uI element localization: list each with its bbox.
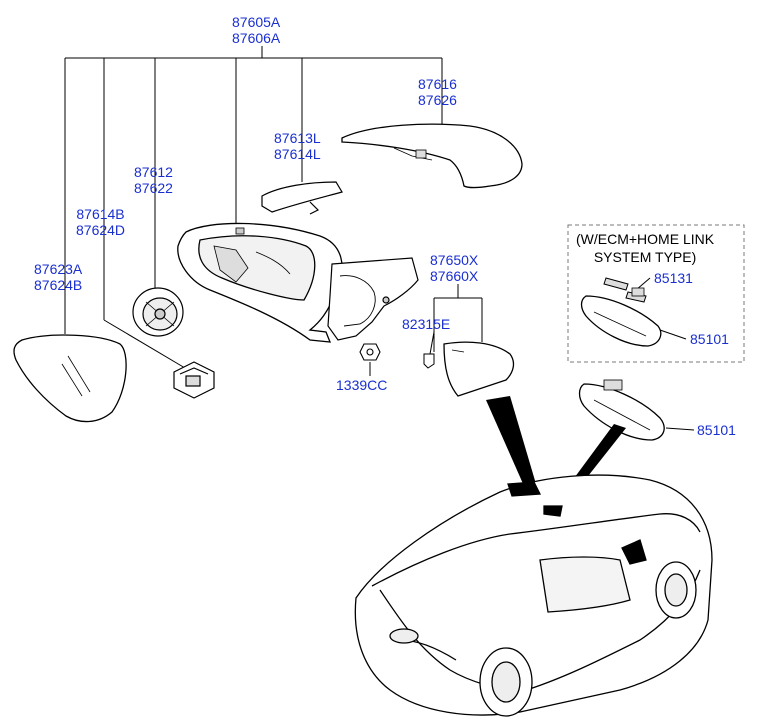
option-box-note: (W/ECM+HOME LINK SYSTEM TYPE)	[576, 230, 714, 266]
part-number: 87606A	[232, 30, 281, 46]
part-number: 87614B	[76, 206, 125, 222]
part-number: 87660X	[430, 268, 479, 284]
part-number: 87612	[134, 164, 173, 180]
part-number: 87650X	[430, 252, 479, 268]
label-scalp: 87616 87626	[418, 76, 457, 108]
option-note-line: SYSTEM TYPE)	[593, 249, 697, 265]
option-box-frame	[567, 224, 745, 363]
label-std-mirror: 85101	[697, 422, 736, 438]
actuator-part	[132, 287, 184, 337]
part-number: 87623A	[34, 261, 83, 277]
clip-part	[423, 353, 435, 369]
label-repeater-lamp: 87613L 87614L	[274, 130, 321, 162]
part-number: 87614L	[274, 146, 321, 162]
part-number: 87622	[134, 180, 173, 196]
puddle-lamp-part	[173, 361, 215, 399]
label-nut: 1339CC	[336, 377, 388, 393]
part-number: 87616	[418, 76, 457, 92]
label-ecm-mirror: 85101	[690, 331, 729, 347]
nut-part	[359, 343, 381, 361]
part-number: 87626	[418, 92, 457, 108]
label-actuator: 87612 87622	[134, 164, 173, 196]
part-number: 87624D	[76, 222, 126, 238]
mirror-glass-part	[13, 334, 127, 423]
mirror-base-part	[327, 257, 419, 341]
label-glass: 87623A 87624B	[34, 261, 82, 293]
label-puddle-lamp: 87614B 87624D	[76, 206, 125, 238]
repeater-lamp-part	[261, 181, 343, 215]
ecm-mirror-part	[580, 287, 662, 347]
label-tweeter-cover: 87650X 87660X	[430, 252, 478, 284]
option-note-line: (W/ECM+HOME LINK	[576, 231, 715, 247]
car-illustration	[354, 474, 713, 717]
label-housing-assy: 87605A 87606A	[232, 14, 280, 46]
label-ecm-wire: 85131	[654, 270, 693, 286]
part-number: 87605A	[232, 14, 281, 30]
tweeter-cover-part	[443, 341, 515, 397]
standard-mirror-part	[578, 379, 665, 441]
part-number: 87613L	[274, 130, 321, 146]
callout-wedge-left	[486, 396, 536, 486]
mirror-housing-part	[177, 222, 343, 343]
leader-lines	[64, 46, 695, 431]
scalp-cover-part	[341, 123, 523, 189]
label-clip: 82315E	[402, 316, 451, 332]
part-number: 87624B	[34, 277, 83, 293]
